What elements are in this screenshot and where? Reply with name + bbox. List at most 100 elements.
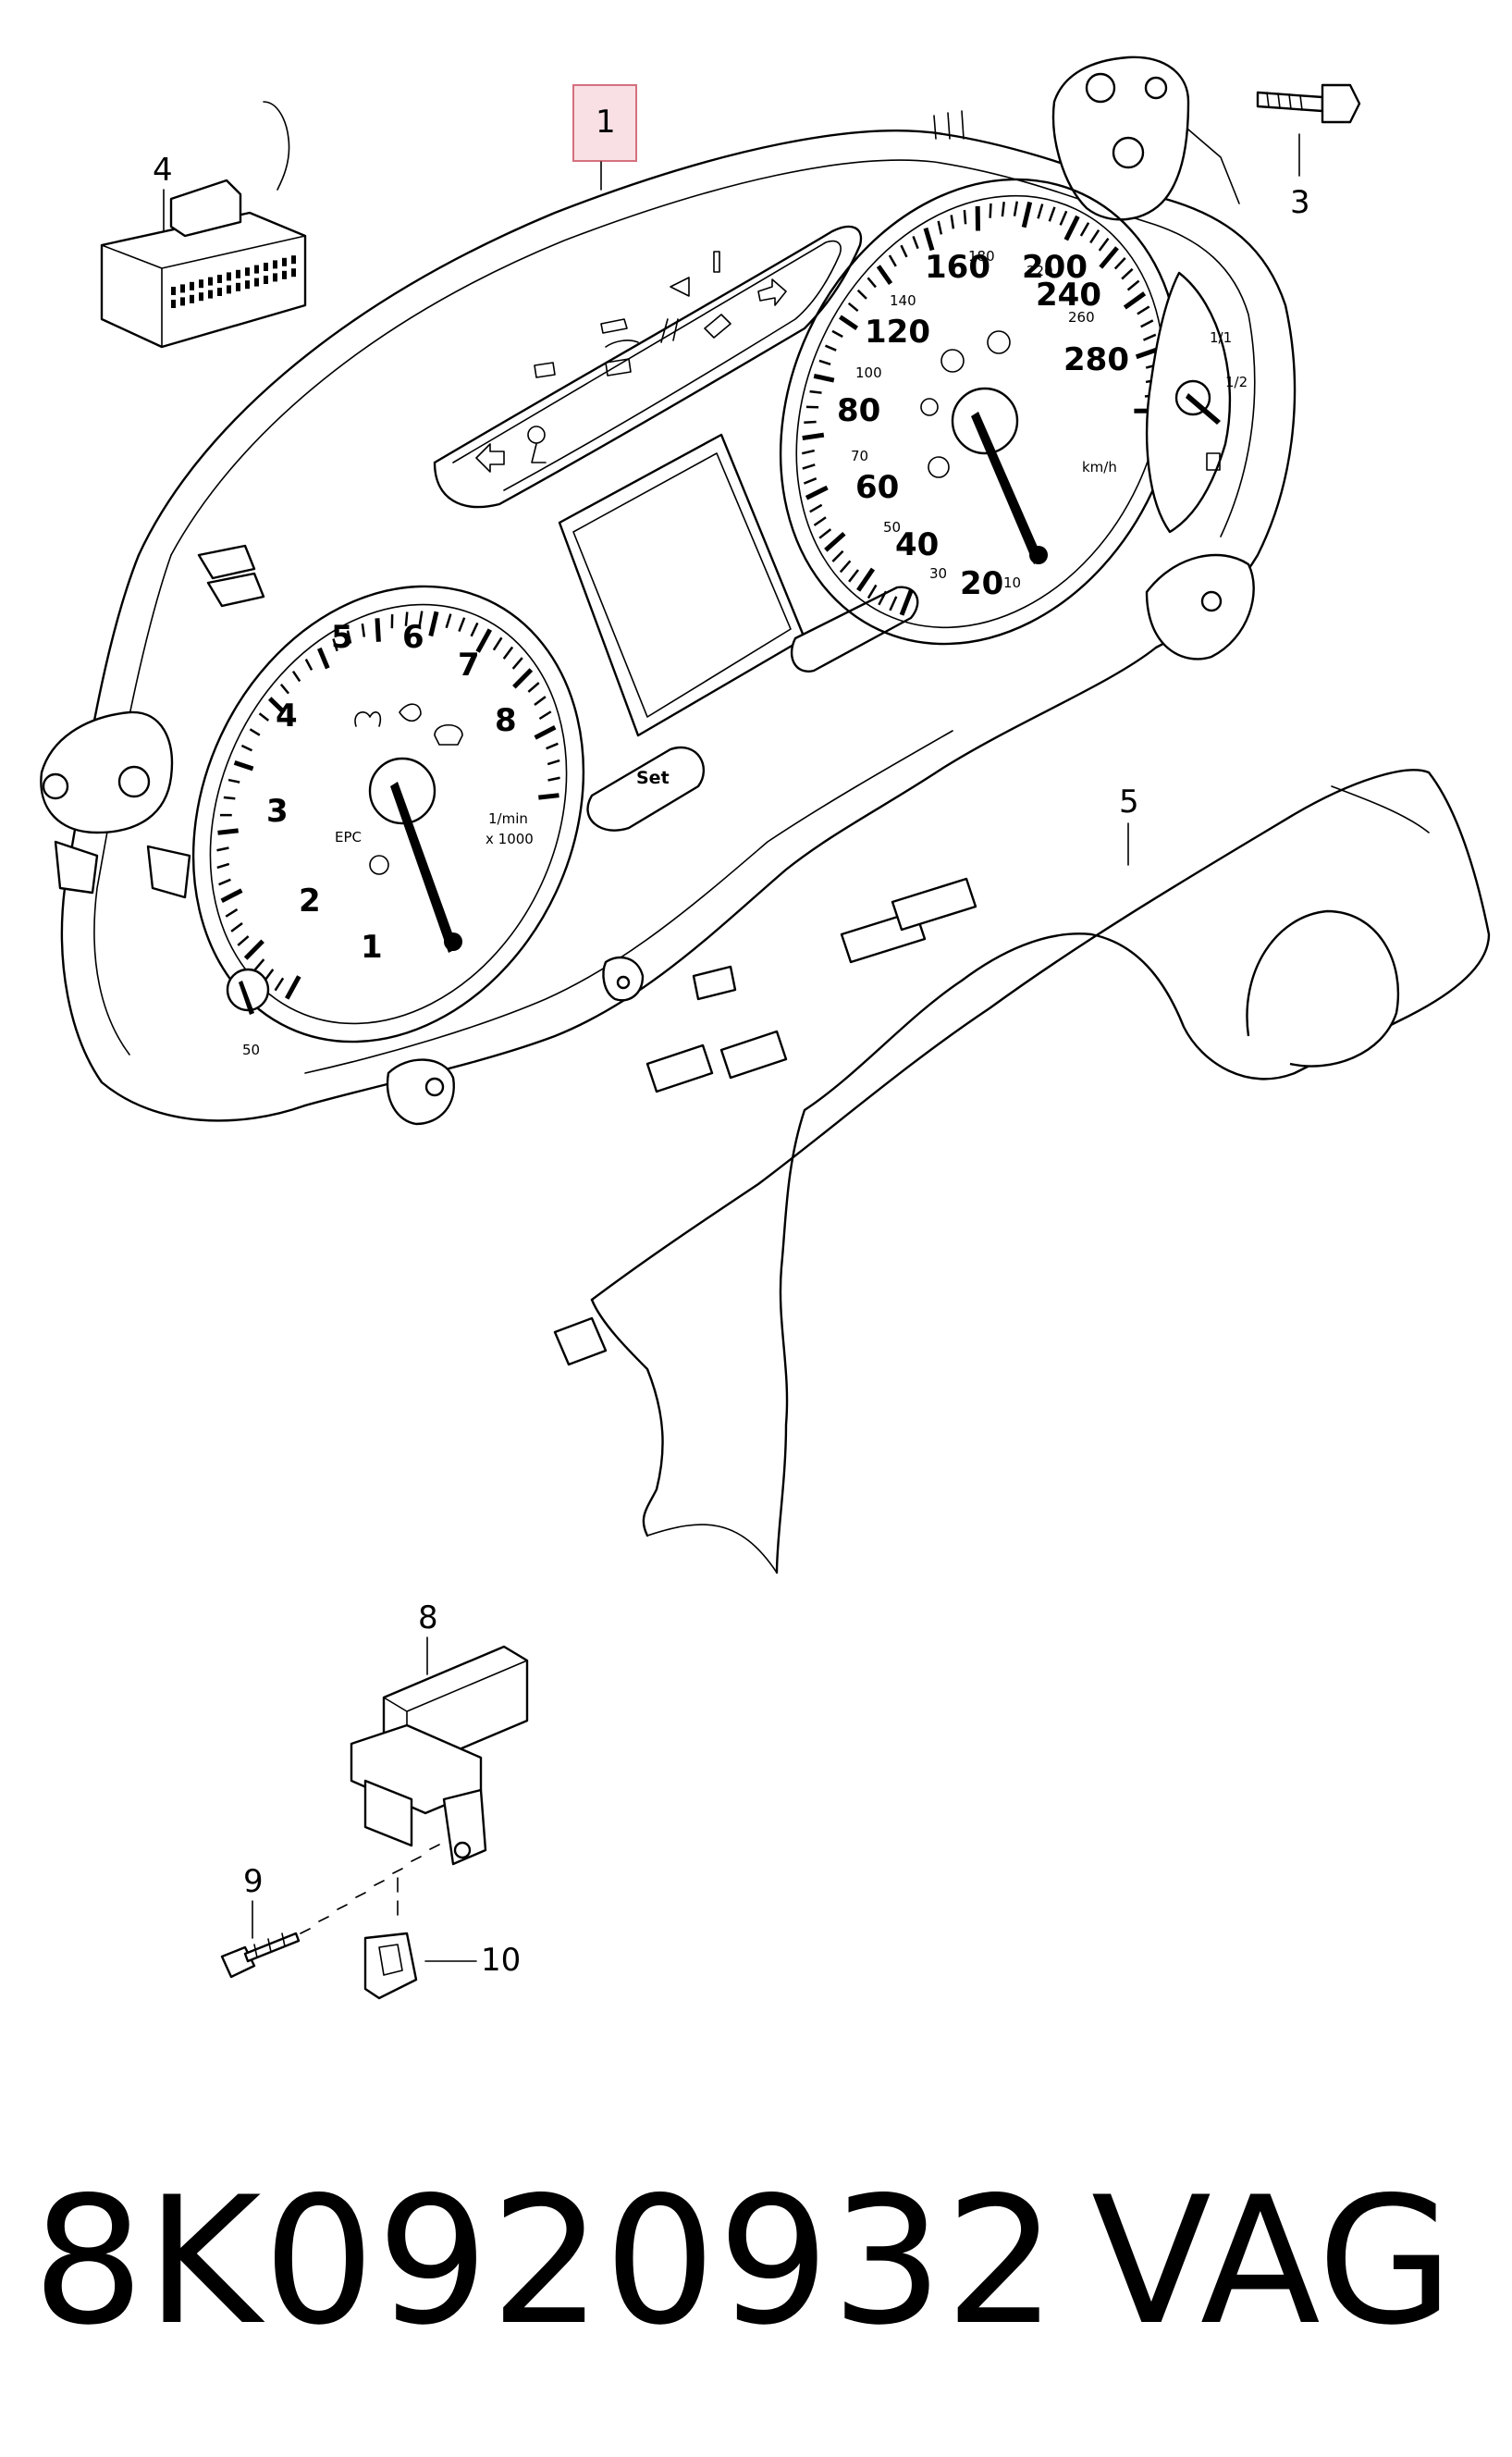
screw-part-9 [220,1844,440,1979]
connector-pin [254,265,259,274]
cruise-icon [920,398,939,416]
tacho-tick [475,628,493,653]
speedo-minor-label: 100 [855,364,882,381]
oil-pressure-icon [369,855,389,875]
speedo-tick [809,503,823,513]
fuel-gauge: 1/1 1/2 [1146,271,1248,534]
speedo-tick [888,254,897,267]
connector-pin [180,284,185,293]
wifi-like-icon [605,340,639,348]
turn-right-indicator-icon [757,278,787,306]
speedo-tick [937,220,943,235]
tacho-tick [445,613,452,629]
speedo-tick [889,596,898,611]
speedo-tick [1142,333,1157,341]
set-button[interactable] [586,746,706,832]
callout-9: 9 [243,1863,264,1939]
tacho-tick [361,623,366,637]
speedo-tick [1126,279,1140,291]
tacho-tick [227,778,240,784]
speedo-tick [839,560,852,574]
tacho-number: 1 [361,929,383,966]
speedo-tick [818,528,832,539]
speedo-tick [912,235,919,250]
connector-pin [282,257,287,266]
connector-pin [227,285,231,294]
brake-warning-icon [987,330,1011,354]
speedo-tick [804,420,817,425]
speedo-minor-label: 50 [883,519,901,536]
tacho-tick [511,657,523,670]
speedo-tick [1079,222,1090,237]
tacho-ticks [216,611,560,1000]
tacho-tick [243,939,264,960]
fuel-half-label: 1/2 [1225,374,1248,390]
speedo-minor-label: 180 [968,248,995,265]
warning-light-icons [475,251,787,473]
speedo-tick [1037,204,1044,219]
tacho-tick [253,958,265,971]
turn-left-indicator-icon [475,443,505,473]
tacho-tick [404,611,409,626]
speedo-tick [825,344,837,352]
tacho-number: 2 [299,883,321,920]
speedo-tick [1089,229,1100,244]
speedo-tick [813,373,835,383]
tacho-tick [534,696,547,707]
tacho-tick [470,622,479,637]
speedo-tick [856,289,867,300]
tacho-tick [279,684,290,695]
tacho-tick [216,846,229,852]
tacho-tick [375,618,381,642]
tacho-tick [492,636,503,651]
tacho-tick [230,921,243,932]
tacho-unit-line2: x 1000 [486,831,534,847]
speedo-ticks [801,201,1160,616]
callout-3: 3 [1290,133,1310,221]
lane-icon [660,318,679,343]
callout-1: 1 [572,84,637,191]
trim-panel [553,769,1491,1574]
traction-control-icon [354,711,382,727]
temp-gauge-mark: 50 [242,1042,260,1058]
speedo-unit: km/h [1082,459,1117,475]
tacho-tick [332,638,338,652]
tacho-tick [346,630,352,644]
connector-pin [264,263,268,271]
tacho-tick [284,975,301,1000]
speedo-major-label: 240 [1036,277,1101,314]
speedo-tick [839,315,859,330]
speedo-tick [1099,246,1119,269]
instrument-cluster: Set 1 2 3 4 5 6 7 8 1/min x 1000 EPC [40,56,1297,1126]
tacho-tick [291,670,301,683]
tacho-tick [267,697,286,714]
speedo-major-label: 120 [865,314,930,351]
tacho-tick [458,617,466,633]
speedo-major-label: 200 [1022,249,1088,286]
callout-10-label: 10 [481,1942,521,1979]
speedo-minor-label: 260 [1068,309,1095,326]
speedo-tick [1013,201,1019,216]
speedo-minor-label: 140 [890,292,916,309]
seatbelt-warning-icon [527,426,546,444]
speedo-major-label: 160 [925,249,990,286]
connector-pin [208,290,213,299]
tacho-tick [304,659,313,671]
parking-brake-icon [940,349,965,373]
speedo-tick [818,359,831,365]
tacho-number: 4 [276,698,298,735]
headlight-icon [670,277,690,297]
connector-pins [171,255,296,308]
speedo-tick [1001,202,1005,217]
epc-indicator: EPC [335,829,362,846]
tacho-tick [547,759,560,766]
tacho-tick [418,611,424,626]
speedo-tick [1140,319,1154,328]
connector-pin [245,280,250,290]
connector-pin [227,272,231,281]
speedo-tick [900,244,908,258]
speedo-tick [801,449,816,455]
tacho-tick [218,878,231,886]
tacho-number: 3 [266,793,289,830]
